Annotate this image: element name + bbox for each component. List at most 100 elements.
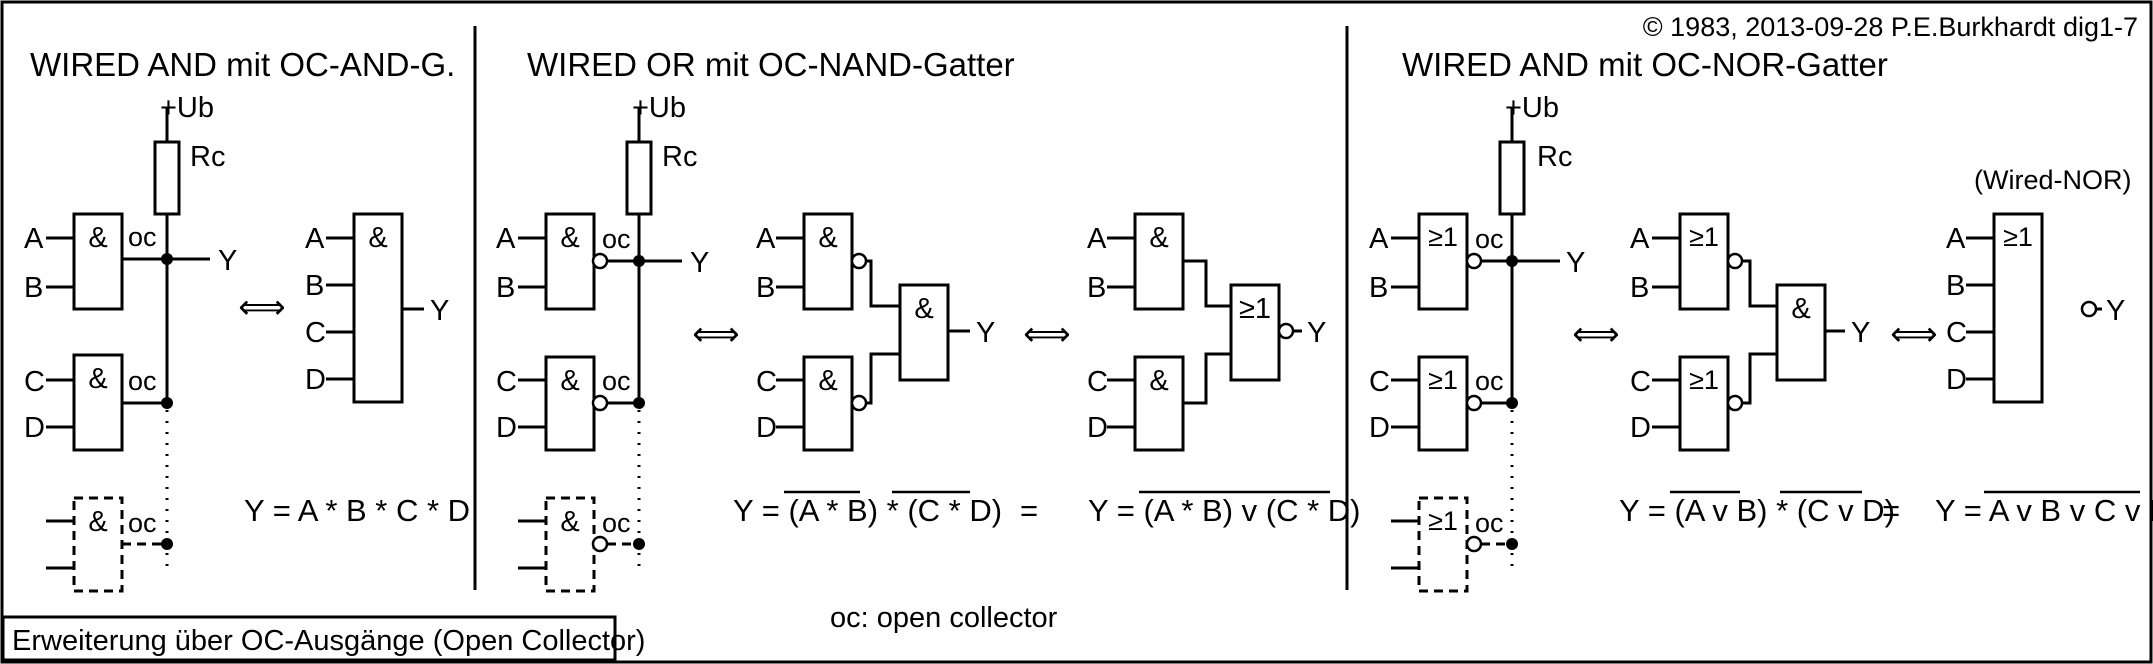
junction-dot <box>1506 397 1518 409</box>
and-symbol: & <box>818 365 837 397</box>
equivalence-arrow: ⟺ <box>1890 315 1937 352</box>
input-label-b: B <box>756 272 775 304</box>
junction-dot <box>161 538 173 550</box>
junction-dot <box>161 397 173 409</box>
input-label-a: A <box>756 223 776 255</box>
and-symbol: & <box>818 222 837 254</box>
inversion-bubble <box>1465 394 1483 412</box>
resistor-label: Rc <box>1537 141 1572 173</box>
input-label-a: A <box>1369 223 1389 255</box>
nand-gate <box>802 212 854 311</box>
and-symbol: & <box>1791 293 1810 325</box>
and-symbol: & <box>560 506 579 538</box>
inversion-bubble <box>591 535 609 553</box>
output-label: Y <box>1307 317 1326 349</box>
and-symbol: & <box>560 365 579 397</box>
wired-nor-label: (Wired-NOR) <box>1974 165 2131 195</box>
oc-label: oc <box>128 366 157 396</box>
copyright-line: © 1983, 2013-09-28 P.E.Burkhardt dig1-7 <box>1643 12 2138 42</box>
panel-wired-and: WIRED AND mit OC-AND-G. +Ub Rc & A B oc … <box>24 46 470 593</box>
junction-dot <box>161 253 173 265</box>
supply-label: +Ub <box>632 92 686 124</box>
junction-dot <box>633 538 645 550</box>
output-label: Y <box>218 245 237 277</box>
and-symbol: & <box>368 222 387 254</box>
equation-right: Y = (A * B) v (C * D) <box>1088 493 1360 528</box>
panel-wired-or: WIRED OR mit OC-NAND-Gatter +Ub Rc & A B… <box>496 46 1360 593</box>
footer-caption: Erweiterung über OC-Ausgänge (Open Colle… <box>12 625 645 657</box>
input-label-a: A <box>1946 223 1966 255</box>
inversion-bubble <box>1465 252 1483 270</box>
equivalence-arrow: ⟺ <box>238 288 285 325</box>
oc-label: oc <box>602 366 631 396</box>
output-label: Y <box>976 317 995 349</box>
footer-caption-box <box>1 615 617 662</box>
and-symbol: & <box>1149 365 1168 397</box>
panel-title: WIRED OR mit OC-NAND-Gatter <box>527 46 1015 83</box>
equals-sign: = <box>1020 493 1038 528</box>
connection-wire <box>1742 259 1777 308</box>
or-symbol: ≥1 <box>1689 222 1719 252</box>
input-label-b: B <box>305 270 324 302</box>
expansion-gate <box>544 496 596 593</box>
inversion-bubble <box>1277 322 1295 340</box>
and-symbol: & <box>560 222 579 254</box>
equation-left: Y = (A * B) * (C * D) <box>733 493 1002 528</box>
input-label-b: B <box>1630 272 1649 304</box>
input-label-b: B <box>1087 272 1106 304</box>
equation-right: Y = A v B v C v D <box>1935 493 2153 528</box>
equation: Y = A * B * C * D <box>244 493 470 528</box>
expansion-gate <box>72 496 124 593</box>
input-label-c: C <box>305 317 326 349</box>
input-label-a: A <box>1087 223 1107 255</box>
connection-wire <box>1183 352 1231 405</box>
nor-gate-4-input <box>1992 212 2044 404</box>
input-label-c: C <box>1630 366 1651 398</box>
resistor-label: Rc <box>662 141 697 173</box>
and-symbol: & <box>1149 222 1168 254</box>
input-label-d: D <box>756 412 777 444</box>
oc-label: oc <box>1475 366 1504 396</box>
equivalence-arrow: ⟺ <box>1572 315 1619 352</box>
input-label-c: C <box>756 366 777 398</box>
inversion-bubble <box>850 252 868 270</box>
supply-label: +Ub <box>160 92 214 124</box>
input-label-b: B <box>24 272 43 304</box>
inversion-bubble <box>1726 394 1744 412</box>
input-label-a: A <box>1630 223 1650 255</box>
input-label-d: D <box>1369 412 1390 444</box>
input-label-d: D <box>1630 412 1651 444</box>
expansion-gate <box>1417 496 1469 593</box>
nand-gate <box>544 212 596 311</box>
input-label-d: D <box>496 412 517 444</box>
input-label-d: D <box>305 364 326 396</box>
input-label-c: C <box>1087 366 1108 398</box>
junction-dot <box>1506 255 1518 267</box>
panel-title: WIRED AND mit OC-NOR-Gatter <box>1402 46 1888 83</box>
input-label-a: A <box>305 223 325 255</box>
oc-label: oc <box>602 508 631 538</box>
connection-wire <box>1183 259 1231 308</box>
pullup-resistor <box>153 140 181 216</box>
input-label-c: C <box>1946 317 1967 349</box>
inversion-bubble <box>591 252 609 270</box>
nor-gate <box>1417 355 1469 452</box>
or-symbol: ≥1 <box>2003 222 2033 252</box>
connection-wire <box>866 259 900 308</box>
oc-label: oc <box>1475 224 1504 254</box>
or-symbol: ≥1 <box>1428 506 1458 536</box>
input-label-b: B <box>496 272 515 304</box>
input-label-d: D <box>24 412 45 444</box>
output-label: Y <box>430 295 449 327</box>
oc-label: oc <box>1475 508 1504 538</box>
oc-label: oc <box>128 508 157 538</box>
output-label: Y <box>1851 317 1870 349</box>
connection-wire <box>866 352 900 405</box>
input-label-c: C <box>1369 366 1390 398</box>
nor-gate <box>1678 212 1730 311</box>
panel-title: WIRED AND mit OC-AND-G. <box>30 46 455 83</box>
inversion-bubble <box>591 394 609 412</box>
output-label: Y <box>690 247 709 279</box>
